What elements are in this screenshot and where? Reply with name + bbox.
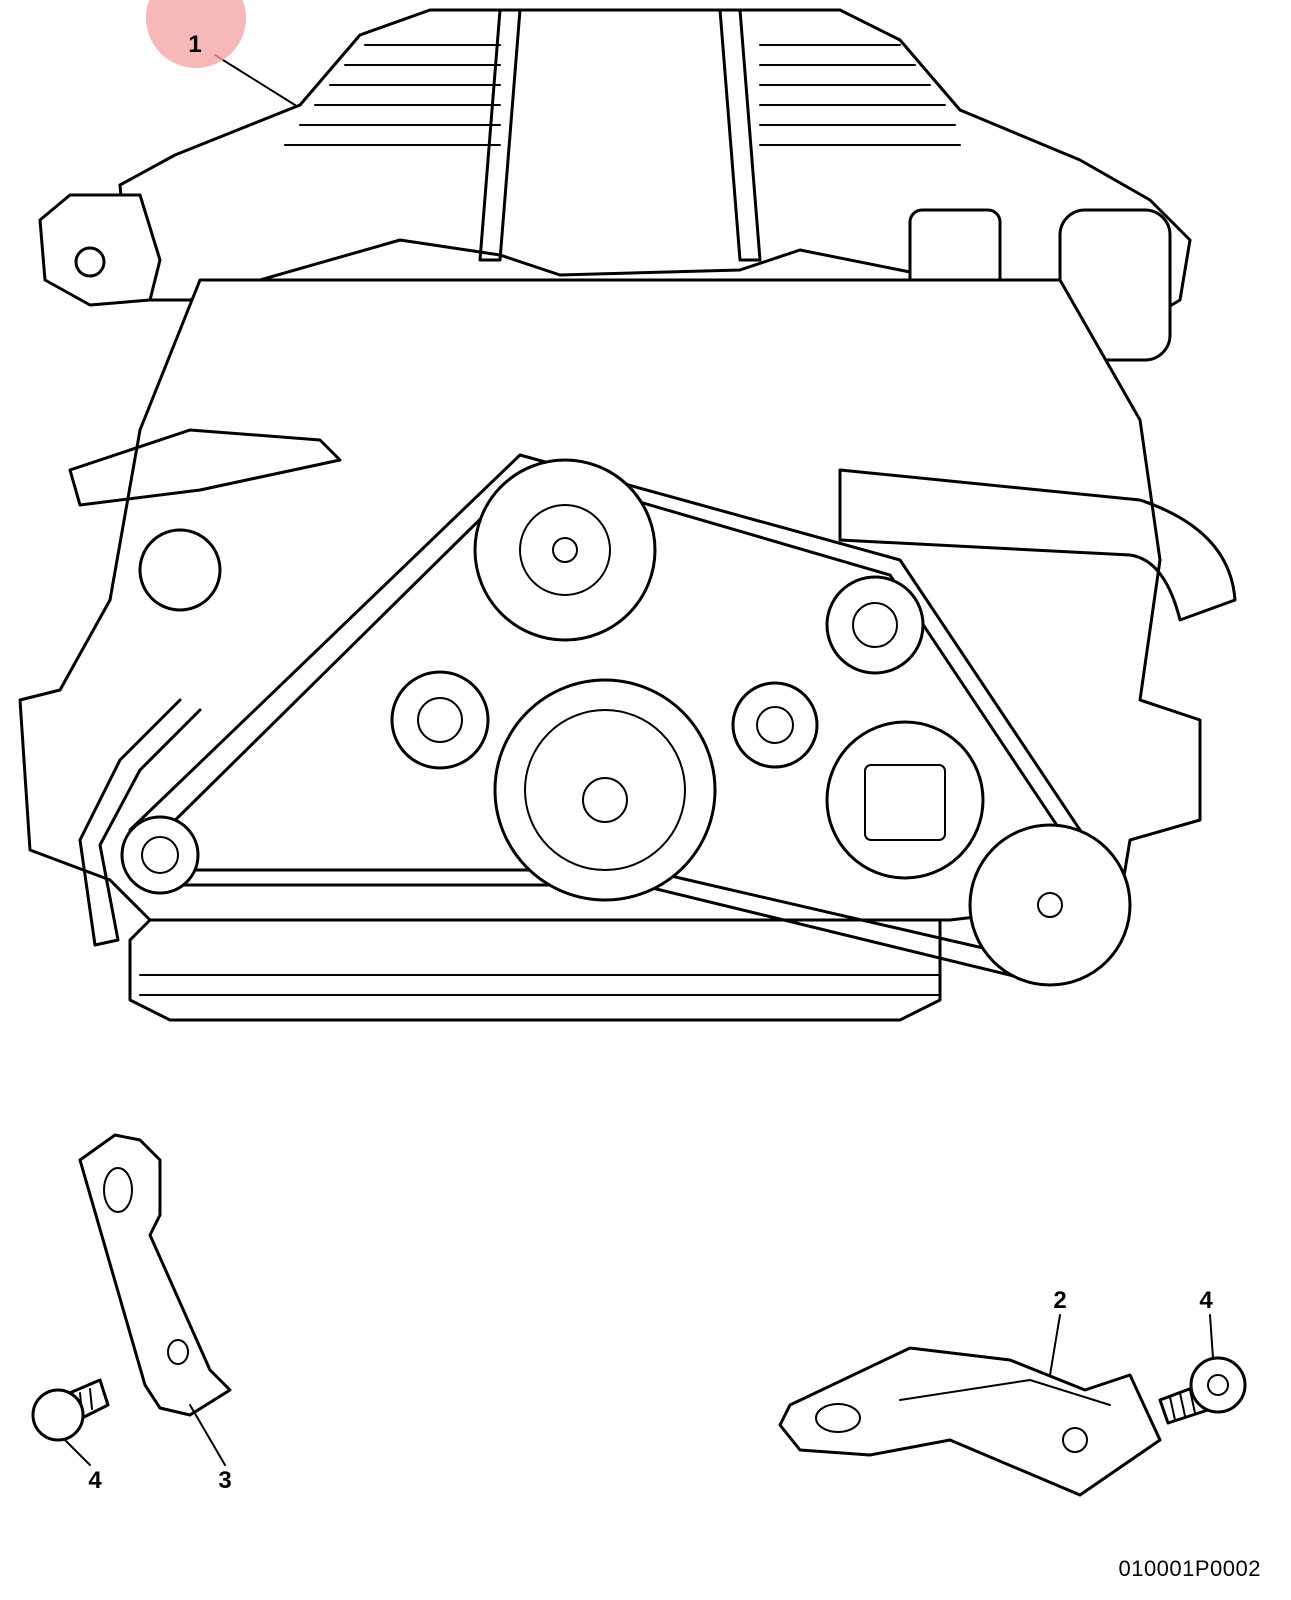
belt-idler-lower: [120, 815, 200, 895]
crankshaft-pulley: [493, 678, 717, 902]
bracket-part-2[interactable]: [778, 1346, 1162, 1497]
callout-2-label[interactable]: 2: [1053, 1287, 1066, 1314]
oil-pan: [128, 918, 942, 1022]
leader-lines: [64, 54, 1214, 1466]
power-steering-pulley: [968, 823, 1132, 987]
bracket-part-3[interactable]: [78, 1133, 232, 1417]
callout-3-label[interactable]: 3: [218, 1467, 231, 1494]
oil-filler-cap: [908, 208, 1002, 292]
tensioner-pulley: [825, 575, 925, 675]
engine-assembly[interactable]: [18, 8, 1237, 1022]
breather-pipe: [78, 698, 202, 947]
throttle-body-left: [38, 193, 162, 307]
coolant-hose-right: [838, 468, 1237, 622]
screw-part-4-right[interactable]: [1158, 1356, 1247, 1425]
callout-1[interactable]: 1: [146, 0, 246, 68]
callout-1-label: 1: [188, 31, 201, 58]
screw-part-4-left[interactable]: [31, 1378, 110, 1442]
alternator-pulley: [825, 720, 985, 880]
water-pump-pulley: [473, 458, 657, 642]
idler-pulley-left: [390, 670, 490, 770]
callout-4-right-label[interactable]: 4: [1199, 1287, 1213, 1314]
oil-filter-housing: [138, 528, 222, 612]
manifold-runners: [284, 8, 961, 262]
callout-1-highlight: [146, 0, 246, 68]
idler-pulley-right: [731, 681, 819, 769]
throttle-sensor-left: [74, 246, 106, 278]
document-number: 010001P0002: [1118, 1556, 1261, 1581]
coolant-hose-left: [68, 428, 342, 507]
callout-4-left-label[interactable]: 4: [88, 1467, 102, 1494]
